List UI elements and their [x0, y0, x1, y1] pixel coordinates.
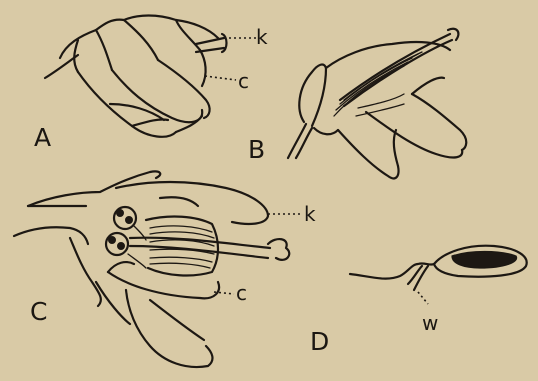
callout-line-a-c	[205, 76, 236, 80]
panel-b-flower	[288, 29, 466, 179]
callout-line-d-w	[418, 292, 428, 304]
callout-c-k: k	[304, 202, 316, 226]
panel-label-c: C	[30, 297, 47, 326]
panel-d-stamen	[350, 246, 527, 290]
callout-a-c: c	[238, 69, 249, 93]
panel-c-flower	[14, 171, 289, 367]
panel-label-a: A	[34, 123, 51, 152]
callout-d-w: w	[422, 311, 438, 335]
panel-a-flower	[45, 16, 227, 137]
panel-label-b: B	[248, 135, 265, 164]
callout-a-k: k	[256, 25, 268, 49]
panel-label-d: D	[310, 327, 329, 356]
callout-c-c: c	[236, 281, 247, 305]
